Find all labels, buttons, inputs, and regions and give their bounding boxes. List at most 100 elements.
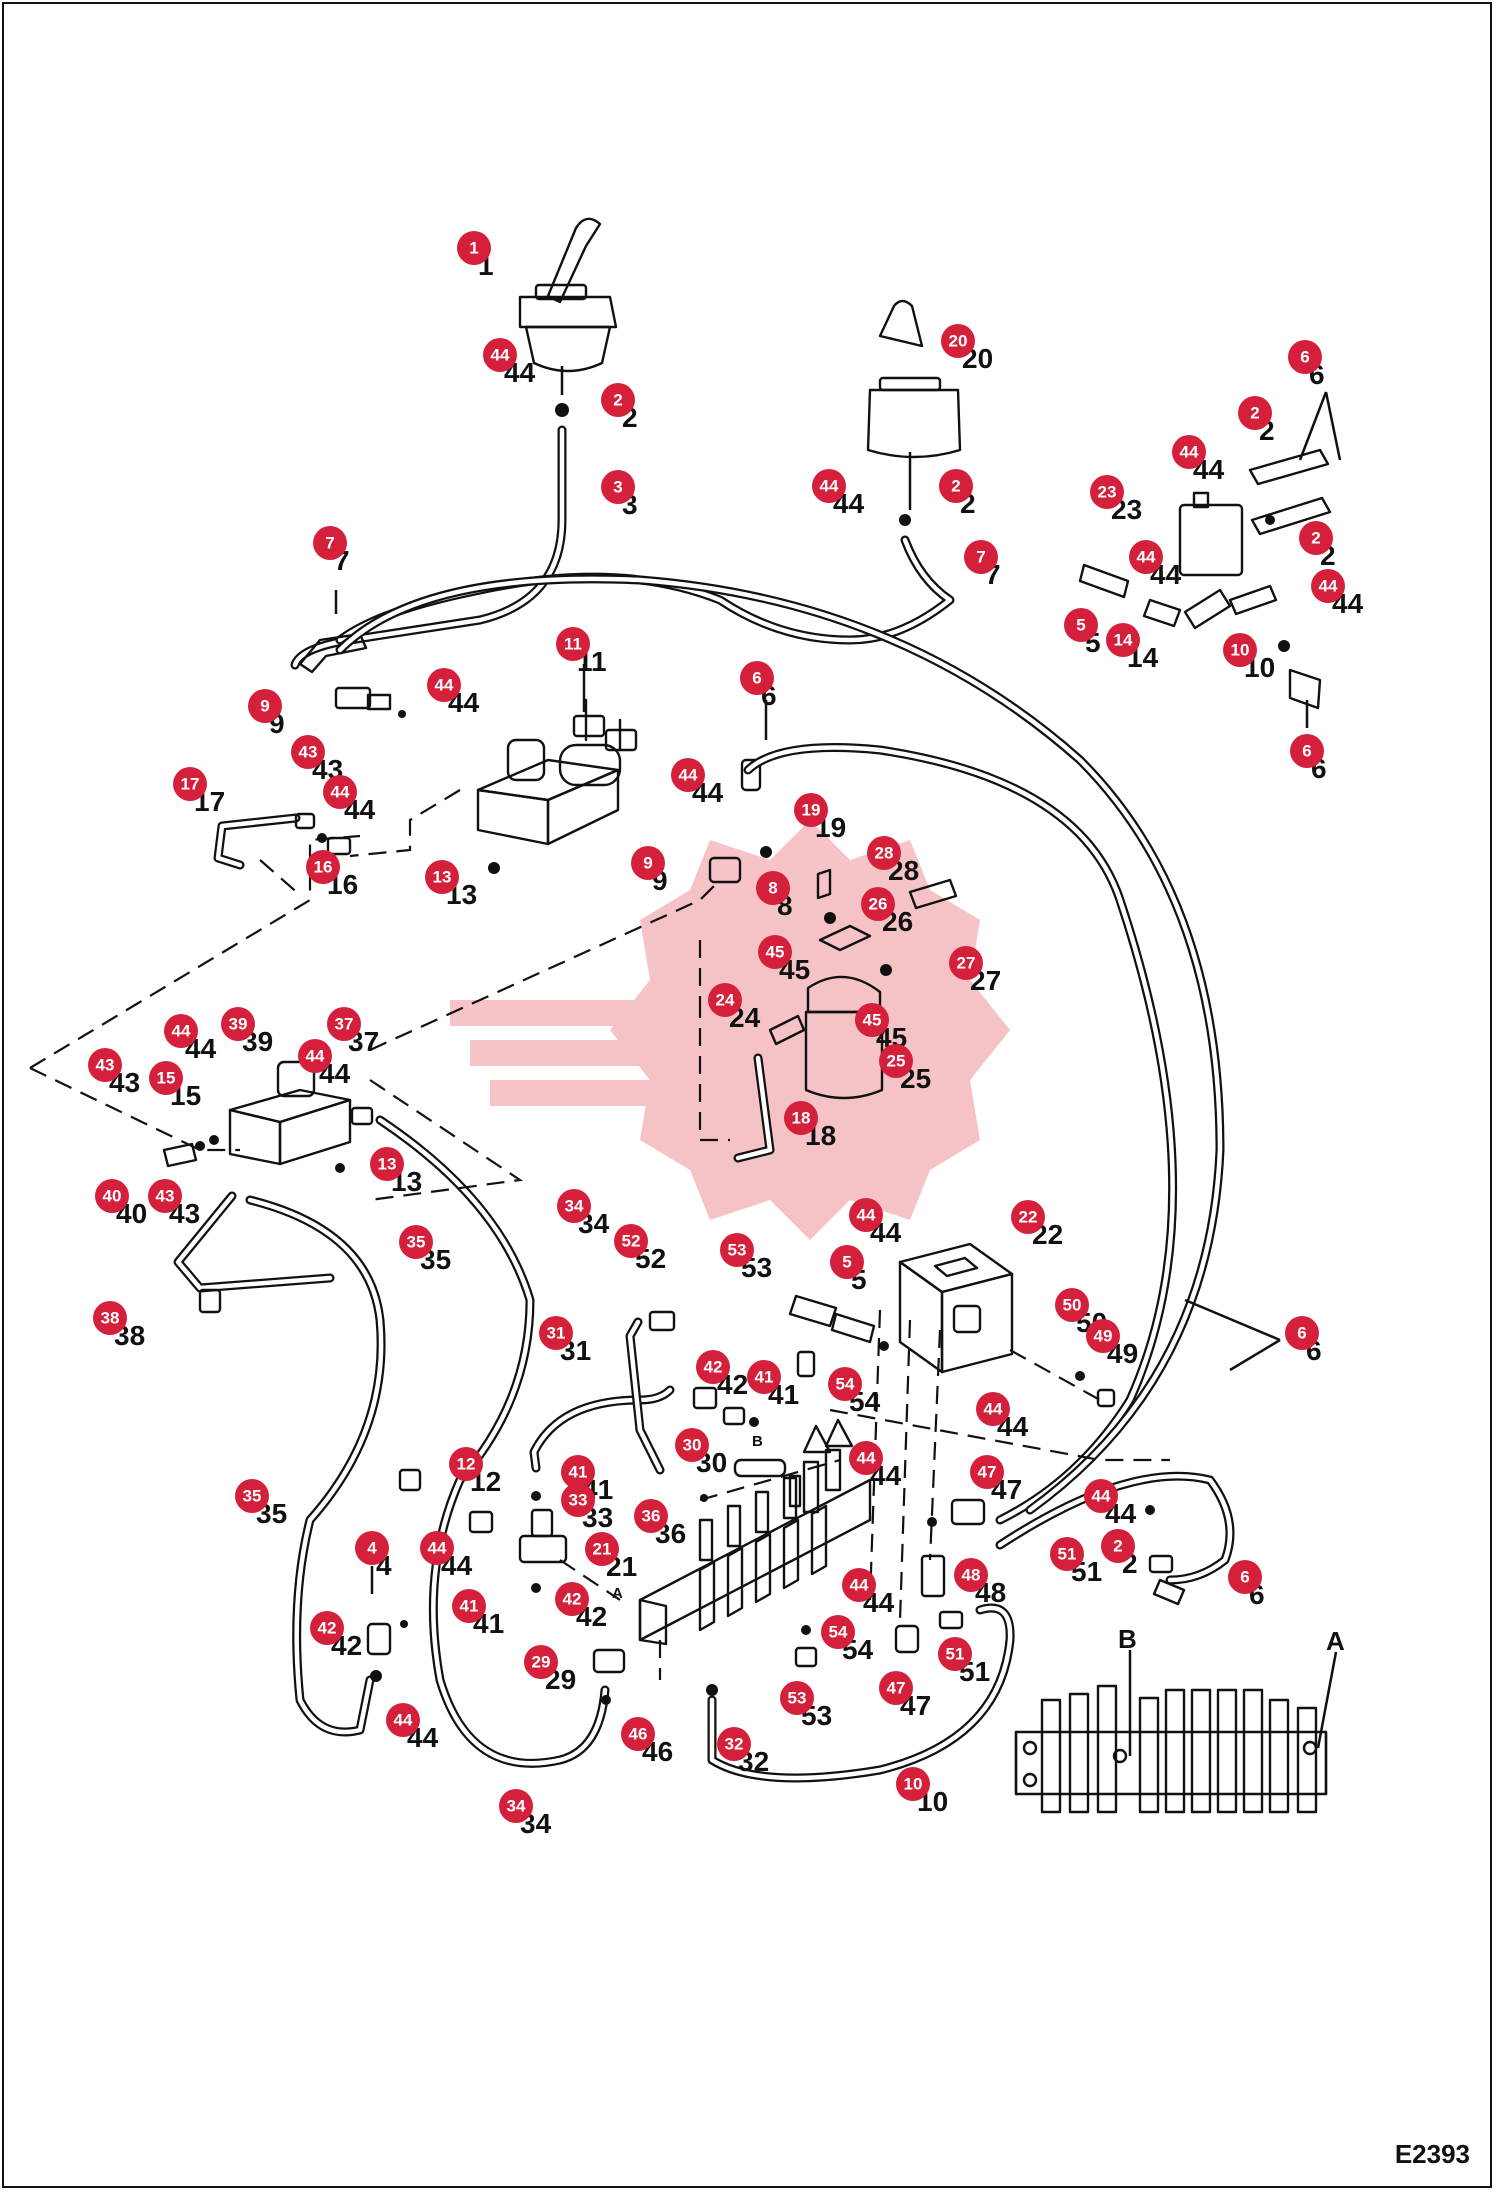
callout-49[interactable]: 49 bbox=[1086, 1319, 1120, 1353]
callout-10[interactable]: 10 bbox=[896, 1767, 930, 1801]
callout-54[interactable]: 54 bbox=[828, 1367, 862, 1401]
callout-43[interactable]: 43 bbox=[291, 735, 325, 769]
callout-34[interactable]: 34 bbox=[557, 1189, 591, 1223]
callout-41[interactable]: 41 bbox=[561, 1455, 595, 1489]
callout-12[interactable]: 12 bbox=[449, 1447, 483, 1481]
callout-44[interactable]: 44 bbox=[298, 1039, 332, 1073]
callout-3[interactable]: 3 bbox=[601, 470, 635, 504]
callout-44[interactable]: 44 bbox=[420, 1531, 454, 1565]
callout-20[interactable]: 20 bbox=[941, 324, 975, 358]
callout-4[interactable]: 4 bbox=[355, 1531, 389, 1565]
callout-6[interactable]: 6 bbox=[1285, 1316, 1319, 1350]
callout-43[interactable]: 43 bbox=[88, 1048, 122, 1082]
callout-44[interactable]: 44 bbox=[1084, 1479, 1118, 1513]
callout-43[interactable]: 43 bbox=[148, 1179, 182, 1213]
callout-44[interactable]: 44 bbox=[849, 1198, 883, 1232]
callout-5[interactable]: 5 bbox=[1064, 608, 1098, 642]
callout-2[interactable]: 2 bbox=[939, 469, 973, 503]
callout-44[interactable]: 44 bbox=[671, 758, 705, 792]
callout-38[interactable]: 38 bbox=[93, 1301, 127, 1335]
callout-53[interactable]: 53 bbox=[780, 1681, 814, 1715]
callout-17[interactable]: 17 bbox=[173, 767, 207, 801]
callout-44[interactable]: 44 bbox=[1129, 540, 1163, 574]
callout-30[interactable]: 30 bbox=[675, 1428, 709, 1462]
callout-31[interactable]: 31 bbox=[539, 1316, 573, 1350]
callout-44[interactable]: 44 bbox=[976, 1392, 1010, 1426]
callout-11[interactable]: 11 bbox=[556, 627, 590, 661]
callout-9[interactable]: 9 bbox=[248, 689, 282, 723]
callout-51[interactable]: 51 bbox=[1050, 1537, 1084, 1571]
callout-51[interactable]: 51 bbox=[938, 1637, 972, 1671]
callout-15[interactable]: 15 bbox=[149, 1061, 183, 1095]
callout-39[interactable]: 39 bbox=[221, 1007, 255, 1041]
callout-2[interactable]: 2 bbox=[1238, 396, 1272, 430]
callout-6[interactable]: 6 bbox=[1290, 734, 1324, 768]
callout-32[interactable]: 32 bbox=[717, 1727, 751, 1761]
callout-47[interactable]: 47 bbox=[970, 1455, 1004, 1489]
callout-10[interactable]: 10 bbox=[1223, 633, 1257, 667]
callout-22[interactable]: 22 bbox=[1011, 1200, 1045, 1234]
callout-34[interactable]: 34 bbox=[499, 1789, 533, 1823]
callout-44[interactable]: 44 bbox=[386, 1703, 420, 1737]
callout-50[interactable]: 50 bbox=[1055, 1288, 1089, 1322]
callout-14[interactable]: 14 bbox=[1106, 623, 1140, 657]
callout-8[interactable]: 8 bbox=[756, 871, 790, 905]
callout-27[interactable]: 27 bbox=[949, 946, 983, 980]
callout-52[interactable]: 52 bbox=[614, 1224, 648, 1258]
callout-46[interactable]: 46 bbox=[621, 1717, 655, 1751]
callout-48[interactable]: 48 bbox=[954, 1558, 988, 1592]
callout-6[interactable]: 6 bbox=[1288, 340, 1322, 374]
callout-36[interactable]: 36 bbox=[634, 1499, 668, 1533]
callout-2[interactable]: 2 bbox=[1101, 1529, 1135, 1563]
callout-41[interactable]: 41 bbox=[452, 1589, 486, 1623]
callout-18[interactable]: 18 bbox=[784, 1101, 818, 1135]
callout-44[interactable]: 44 bbox=[427, 668, 461, 702]
callout-44[interactable]: 44 bbox=[812, 469, 846, 503]
callout-24[interactable]: 24 bbox=[708, 983, 742, 1017]
callout-44[interactable]: 44 bbox=[1172, 435, 1206, 469]
callout-44[interactable]: 44 bbox=[1311, 569, 1345, 603]
callout-6[interactable]: 6 bbox=[740, 661, 774, 695]
callout-45[interactable]: 45 bbox=[855, 1003, 889, 1037]
callout-28[interactable]: 28 bbox=[867, 836, 901, 870]
callout-2[interactable]: 2 bbox=[601, 383, 635, 417]
callout-13[interactable]: 13 bbox=[370, 1147, 404, 1181]
callout-54[interactable]: 54 bbox=[821, 1615, 855, 1649]
callout-45[interactable]: 45 bbox=[758, 935, 792, 969]
callout-53[interactable]: 53 bbox=[720, 1233, 754, 1267]
callout-29[interactable]: 29 bbox=[524, 1645, 558, 1679]
callout-number: 48 bbox=[962, 1566, 981, 1585]
callout-9[interactable]: 9 bbox=[631, 846, 665, 880]
callout-42[interactable]: 42 bbox=[555, 1582, 589, 1616]
callout-44[interactable]: 44 bbox=[323, 775, 357, 809]
callout-44[interactable]: 44 bbox=[849, 1441, 883, 1475]
callout-44[interactable]: 44 bbox=[483, 338, 517, 372]
callout-35[interactable]: 35 bbox=[235, 1479, 269, 1513]
callout-33[interactable]: 33 bbox=[561, 1483, 595, 1517]
callout-7[interactable]: 7 bbox=[964, 540, 998, 574]
callout-35[interactable]: 35 bbox=[399, 1225, 433, 1259]
callout-44[interactable]: 44 bbox=[164, 1014, 198, 1048]
callout-13[interactable]: 13 bbox=[425, 860, 459, 894]
callout-2[interactable]: 2 bbox=[1299, 521, 1333, 555]
callout-41[interactable]: 41 bbox=[747, 1360, 781, 1394]
callout-5[interactable]: 5 bbox=[830, 1245, 864, 1279]
callout-47[interactable]: 47 bbox=[879, 1671, 913, 1705]
callout-40[interactable]: 40 bbox=[95, 1179, 129, 1213]
callout-16[interactable]: 16 bbox=[306, 850, 340, 884]
callout-number: 11 bbox=[564, 635, 582, 654]
callout-26[interactable]: 26 bbox=[861, 887, 895, 921]
callout-37[interactable]: 37 bbox=[327, 1007, 361, 1041]
callout-number: 12 bbox=[457, 1455, 476, 1474]
callout-44[interactable]: 44 bbox=[842, 1568, 876, 1602]
callout-19[interactable]: 19 bbox=[794, 793, 828, 827]
callout-7[interactable]: 7 bbox=[313, 526, 347, 560]
callout-23[interactable]: 23 bbox=[1090, 475, 1124, 509]
callout-6[interactable]: 6 bbox=[1228, 1560, 1262, 1594]
callout-21[interactable]: 21 bbox=[585, 1532, 619, 1566]
callout-42[interactable]: 42 bbox=[310, 1611, 344, 1645]
callout-42[interactable]: 42 bbox=[696, 1350, 730, 1384]
callout-25[interactable]: 25 bbox=[879, 1044, 913, 1078]
callout-1[interactable]: 1 bbox=[457, 231, 491, 265]
callout-number: 47 bbox=[887, 1679, 906, 1698]
